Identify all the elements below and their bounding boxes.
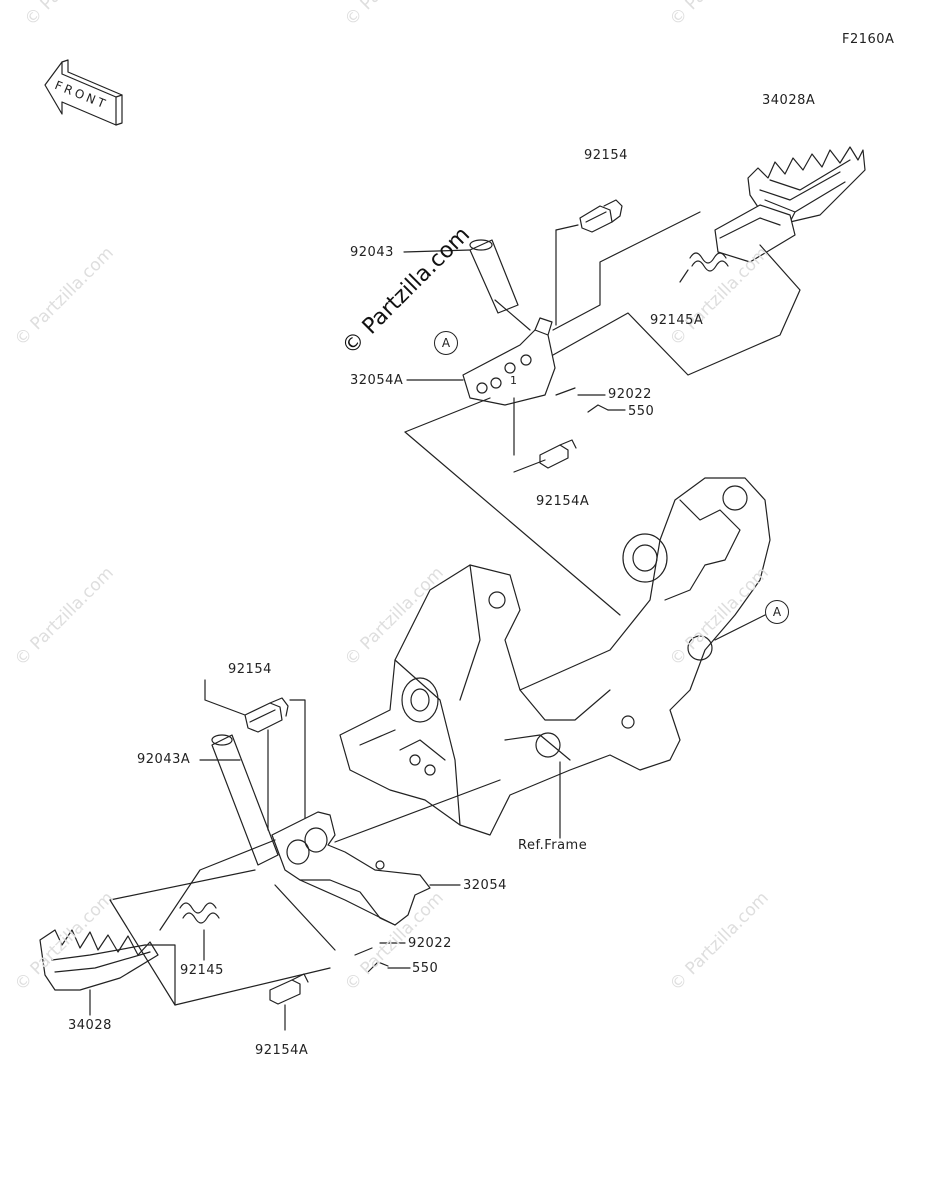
bracket-32054-shape (271, 811, 431, 926)
spring-92145a-shape (679, 252, 729, 283)
cotter-550-top-shape (587, 404, 609, 413)
pin-92043-top-shape (469, 239, 519, 314)
callout-a-right: A (765, 600, 789, 624)
footpeg-34028a-shape (747, 146, 866, 223)
part-label-92043a[interactable]: 92043A (137, 752, 191, 767)
cotter-550-bot-shape (367, 961, 389, 973)
part-label-92154-bot[interactable]: 92154 (228, 662, 272, 677)
diagram-code: F2160A (842, 32, 895, 47)
part-label-92154-top[interactable]: 92154 (584, 148, 628, 163)
bolt-92154-bot-shape (244, 697, 289, 733)
footpeg-bracket-upper-shape (714, 204, 796, 263)
part-label-92154a-top[interactable]: 92154A (536, 494, 590, 509)
part-label-92154a-bot[interactable]: 92154A (255, 1043, 309, 1058)
ref-frame-label[interactable]: Ref.Frame (518, 838, 588, 853)
part-label-32054a[interactable]: 32054A (350, 373, 404, 388)
footpeg-34028-shape (39, 929, 159, 991)
frame-shape (339, 477, 771, 836)
part-label-92022-bot[interactable]: 92022 (408, 936, 452, 951)
part-label-92022-top[interactable]: 92022 (608, 387, 652, 402)
part-label-550-bot[interactable]: 550 (412, 961, 439, 976)
part-label-34028a[interactable]: 34028A (762, 93, 816, 108)
part-label-32054[interactable]: 32054 (463, 878, 507, 893)
bolt-92154a-bot-shape (269, 973, 309, 1005)
part-label-92043[interactable]: 92043 (350, 245, 394, 260)
sub-assembly-mark: 1 (510, 374, 518, 387)
spring-92145-shape (179, 902, 220, 924)
front-arrow-icon (44, 59, 123, 126)
bolt-92154-top-shape (579, 199, 623, 233)
pin-92022-top-shape (555, 387, 576, 396)
pin-92043a-shape (211, 734, 279, 866)
pin-92022-bot-shape (354, 947, 373, 956)
part-label-34028[interactable]: 34028 (68, 1018, 112, 1033)
bracket-32054a-shape (462, 317, 556, 406)
callout-a-top: A (434, 331, 458, 355)
part-label-92145a[interactable]: 92145A (650, 313, 704, 328)
part-label-550-top[interactable]: 550 (628, 404, 655, 419)
part-label-92145[interactable]: 92145 (180, 963, 224, 978)
bolt-92154a-top-shape (539, 439, 577, 469)
